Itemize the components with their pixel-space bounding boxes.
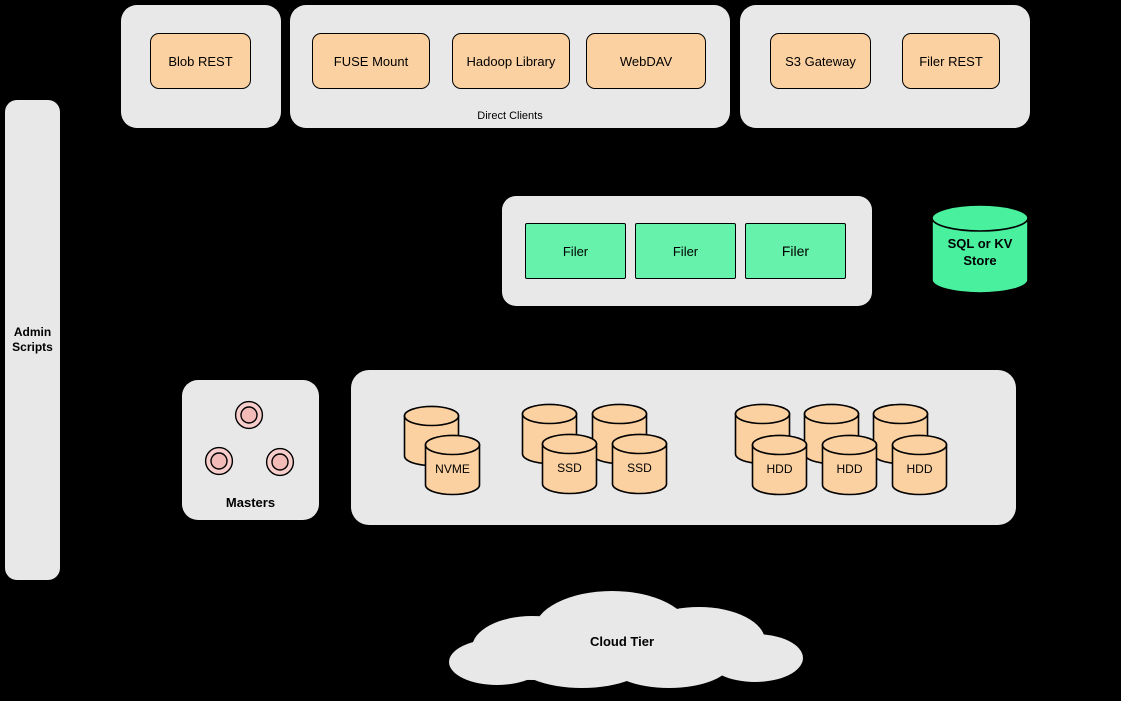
direct-clients-caption: Direct Clients [477, 110, 543, 122]
masters-group: Masters [182, 380, 319, 520]
s3-gateway-node: S3 Gateway [770, 33, 871, 89]
hdd-label: HDD [766, 462, 793, 476]
nvme-cylinder: NVME [424, 434, 481, 496]
hdd-cylinder: HDD [751, 434, 808, 496]
filer-label-3: Filer [781, 243, 810, 259]
volume-servers-group: NVME SSD SSD HDD [351, 370, 1016, 525]
webdav-node: WebDAV [586, 33, 706, 89]
ssd-label: SSD [627, 461, 652, 475]
ssd-cylinder: SSD [541, 433, 598, 495]
filer-node-3: Filer [745, 223, 846, 279]
blob-client-group: Blob REST [121, 5, 281, 128]
nvme-label: NVME [435, 462, 470, 476]
hdd-cylinder: HDD [891, 434, 948, 496]
sql-kv-store-node: SQL or KV Store [930, 203, 1030, 295]
masters-label: Masters [225, 495, 276, 510]
filer-label-2: Filer [672, 243, 699, 259]
filer-node-2: Filer [635, 223, 736, 279]
gateway-group: S3 Gateway Filer REST [740, 5, 1030, 128]
hdd-label: HDD [906, 462, 933, 476]
cloud-tier-label: Cloud Tier [589, 634, 655, 649]
master-node-icon [265, 447, 295, 477]
cloud-tier-node: Cloud Tier [437, 586, 807, 694]
filer-node-1: Filer [525, 223, 626, 279]
filer-rest-label: Filer REST [919, 53, 983, 69]
blob-rest-node: Blob REST [150, 33, 251, 89]
ssd-cylinder: SSD [611, 433, 668, 495]
fuse-mount-node: FUSE Mount [312, 33, 430, 89]
filer-rest-node: Filer REST [902, 33, 1000, 89]
filer-label-1: Filer [562, 243, 589, 259]
hadoop-library-label: Hadoop Library [466, 53, 556, 69]
filer-group: Filer Filer Filer [502, 196, 872, 306]
admin-scripts-label: Admin Scripts [12, 325, 53, 354]
hdd-cylinder: HDD [821, 434, 878, 496]
direct-clients-group: FUSE Mount Hadoop Library WebDAV Direct … [290, 5, 730, 128]
fuse-mount-label: FUSE Mount [333, 53, 409, 69]
hadoop-library-node: Hadoop Library [452, 33, 570, 89]
admin-scripts-panel: Admin Scripts [5, 100, 60, 580]
master-node-icon [234, 400, 264, 430]
webdav-label: WebDAV [619, 53, 673, 69]
hdd-label: HDD [836, 462, 863, 476]
cloud-icon [449, 591, 803, 688]
blob-rest-label: Blob REST [168, 53, 233, 69]
master-node-icon [204, 446, 234, 476]
database-cylinder-icon [931, 204, 1029, 294]
s3-gateway-label: S3 Gateway [785, 53, 856, 69]
ssd-label: SSD [557, 461, 582, 475]
sql-kv-store-label: SQL or KV Store [947, 236, 1013, 268]
